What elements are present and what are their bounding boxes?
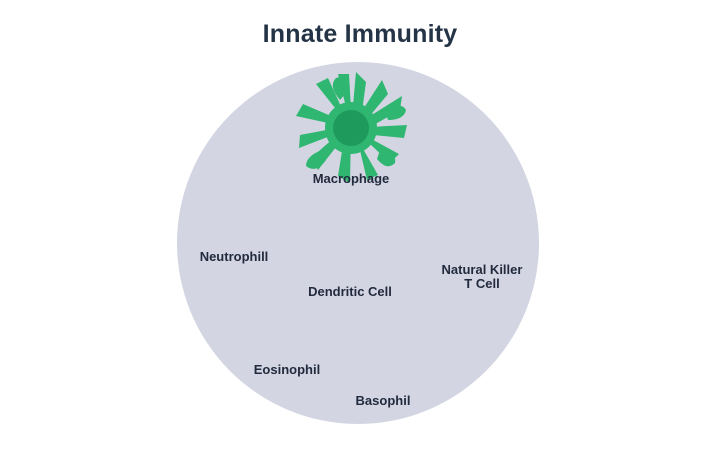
label-macrophage: Macrophage xyxy=(312,171,390,186)
main-circle-background xyxy=(177,62,539,424)
macrophage-nucleus xyxy=(333,110,369,146)
label-neutrophill: Neutrophill xyxy=(199,249,269,264)
label-basophil: Basophil xyxy=(355,393,411,408)
label-natural-killer-t-cell: Natural Killer T Cell xyxy=(441,262,523,291)
page-title: Innate Immunity xyxy=(262,20,458,48)
label-dendritic-cell: Dendritic Cell xyxy=(308,284,392,299)
label-eosinophil: Eosinophil xyxy=(253,362,321,377)
macrophage-cell-icon xyxy=(296,72,407,183)
